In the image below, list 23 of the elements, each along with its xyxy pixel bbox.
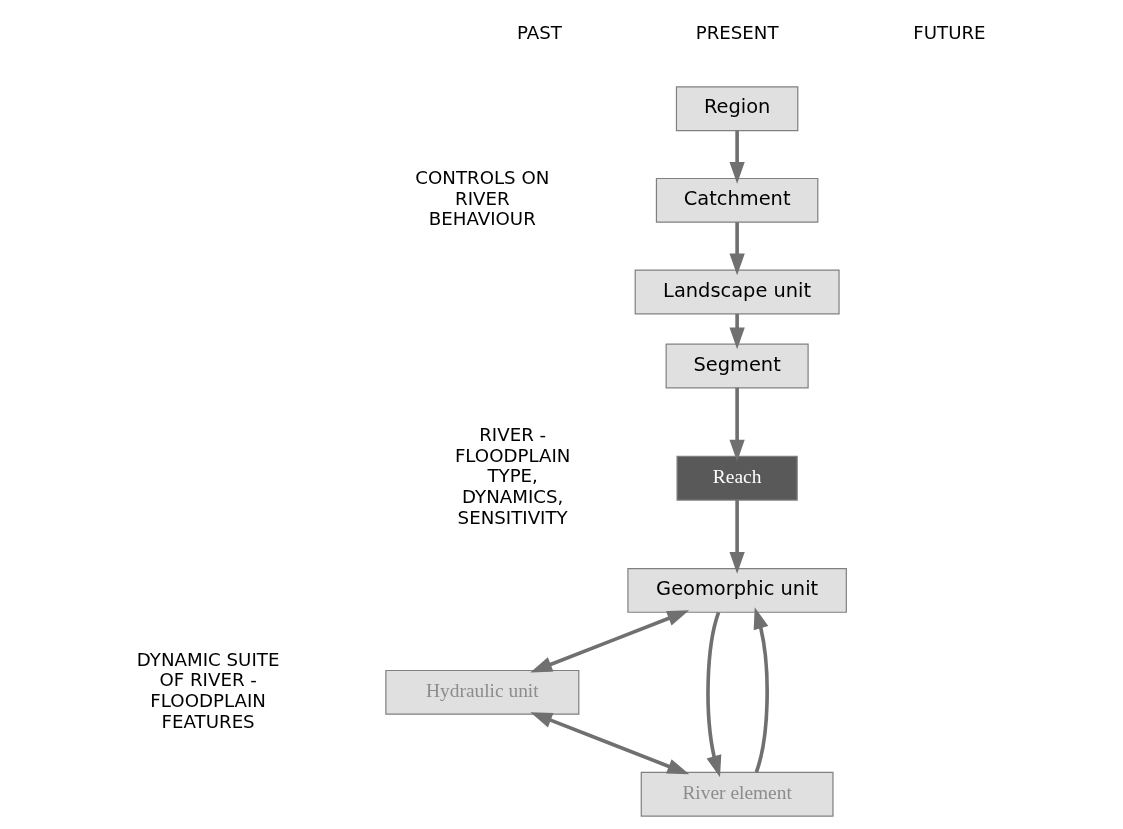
label: CONTROLS ON RIVER BEHAVIOUR [415, 166, 550, 230]
node-box: Reach [676, 455, 798, 501]
label: DYNAMIC SUITE OF RIVER - FLOODPLAIN FEATURES [136, 648, 280, 732]
node-box: Region [675, 86, 799, 132]
arrow [706, 611, 722, 778]
label: PRESENT [695, 21, 779, 43]
arrow [530, 610, 690, 673]
node-box: Segment [665, 343, 809, 389]
node-box: Catchment [655, 177, 819, 223]
node-box: Landscape unit [634, 269, 840, 315]
node-box: Geomorphic unit [627, 568, 847, 613]
arrow [753, 607, 769, 773]
label: PAST [516, 21, 562, 43]
node-box: River element [640, 771, 834, 817]
arrow [729, 387, 745, 462]
arrow [530, 712, 690, 775]
arrow [729, 222, 745, 276]
arrow [729, 130, 745, 184]
arrow [729, 500, 745, 574]
label: FUTURE [913, 21, 986, 43]
label: RIVER - FLOODPLAIN TYPE, DYNAMICS, SENSITIVITY [454, 424, 571, 528]
arrow [729, 313, 745, 350]
node-box: Hydraulic unit [385, 669, 580, 715]
